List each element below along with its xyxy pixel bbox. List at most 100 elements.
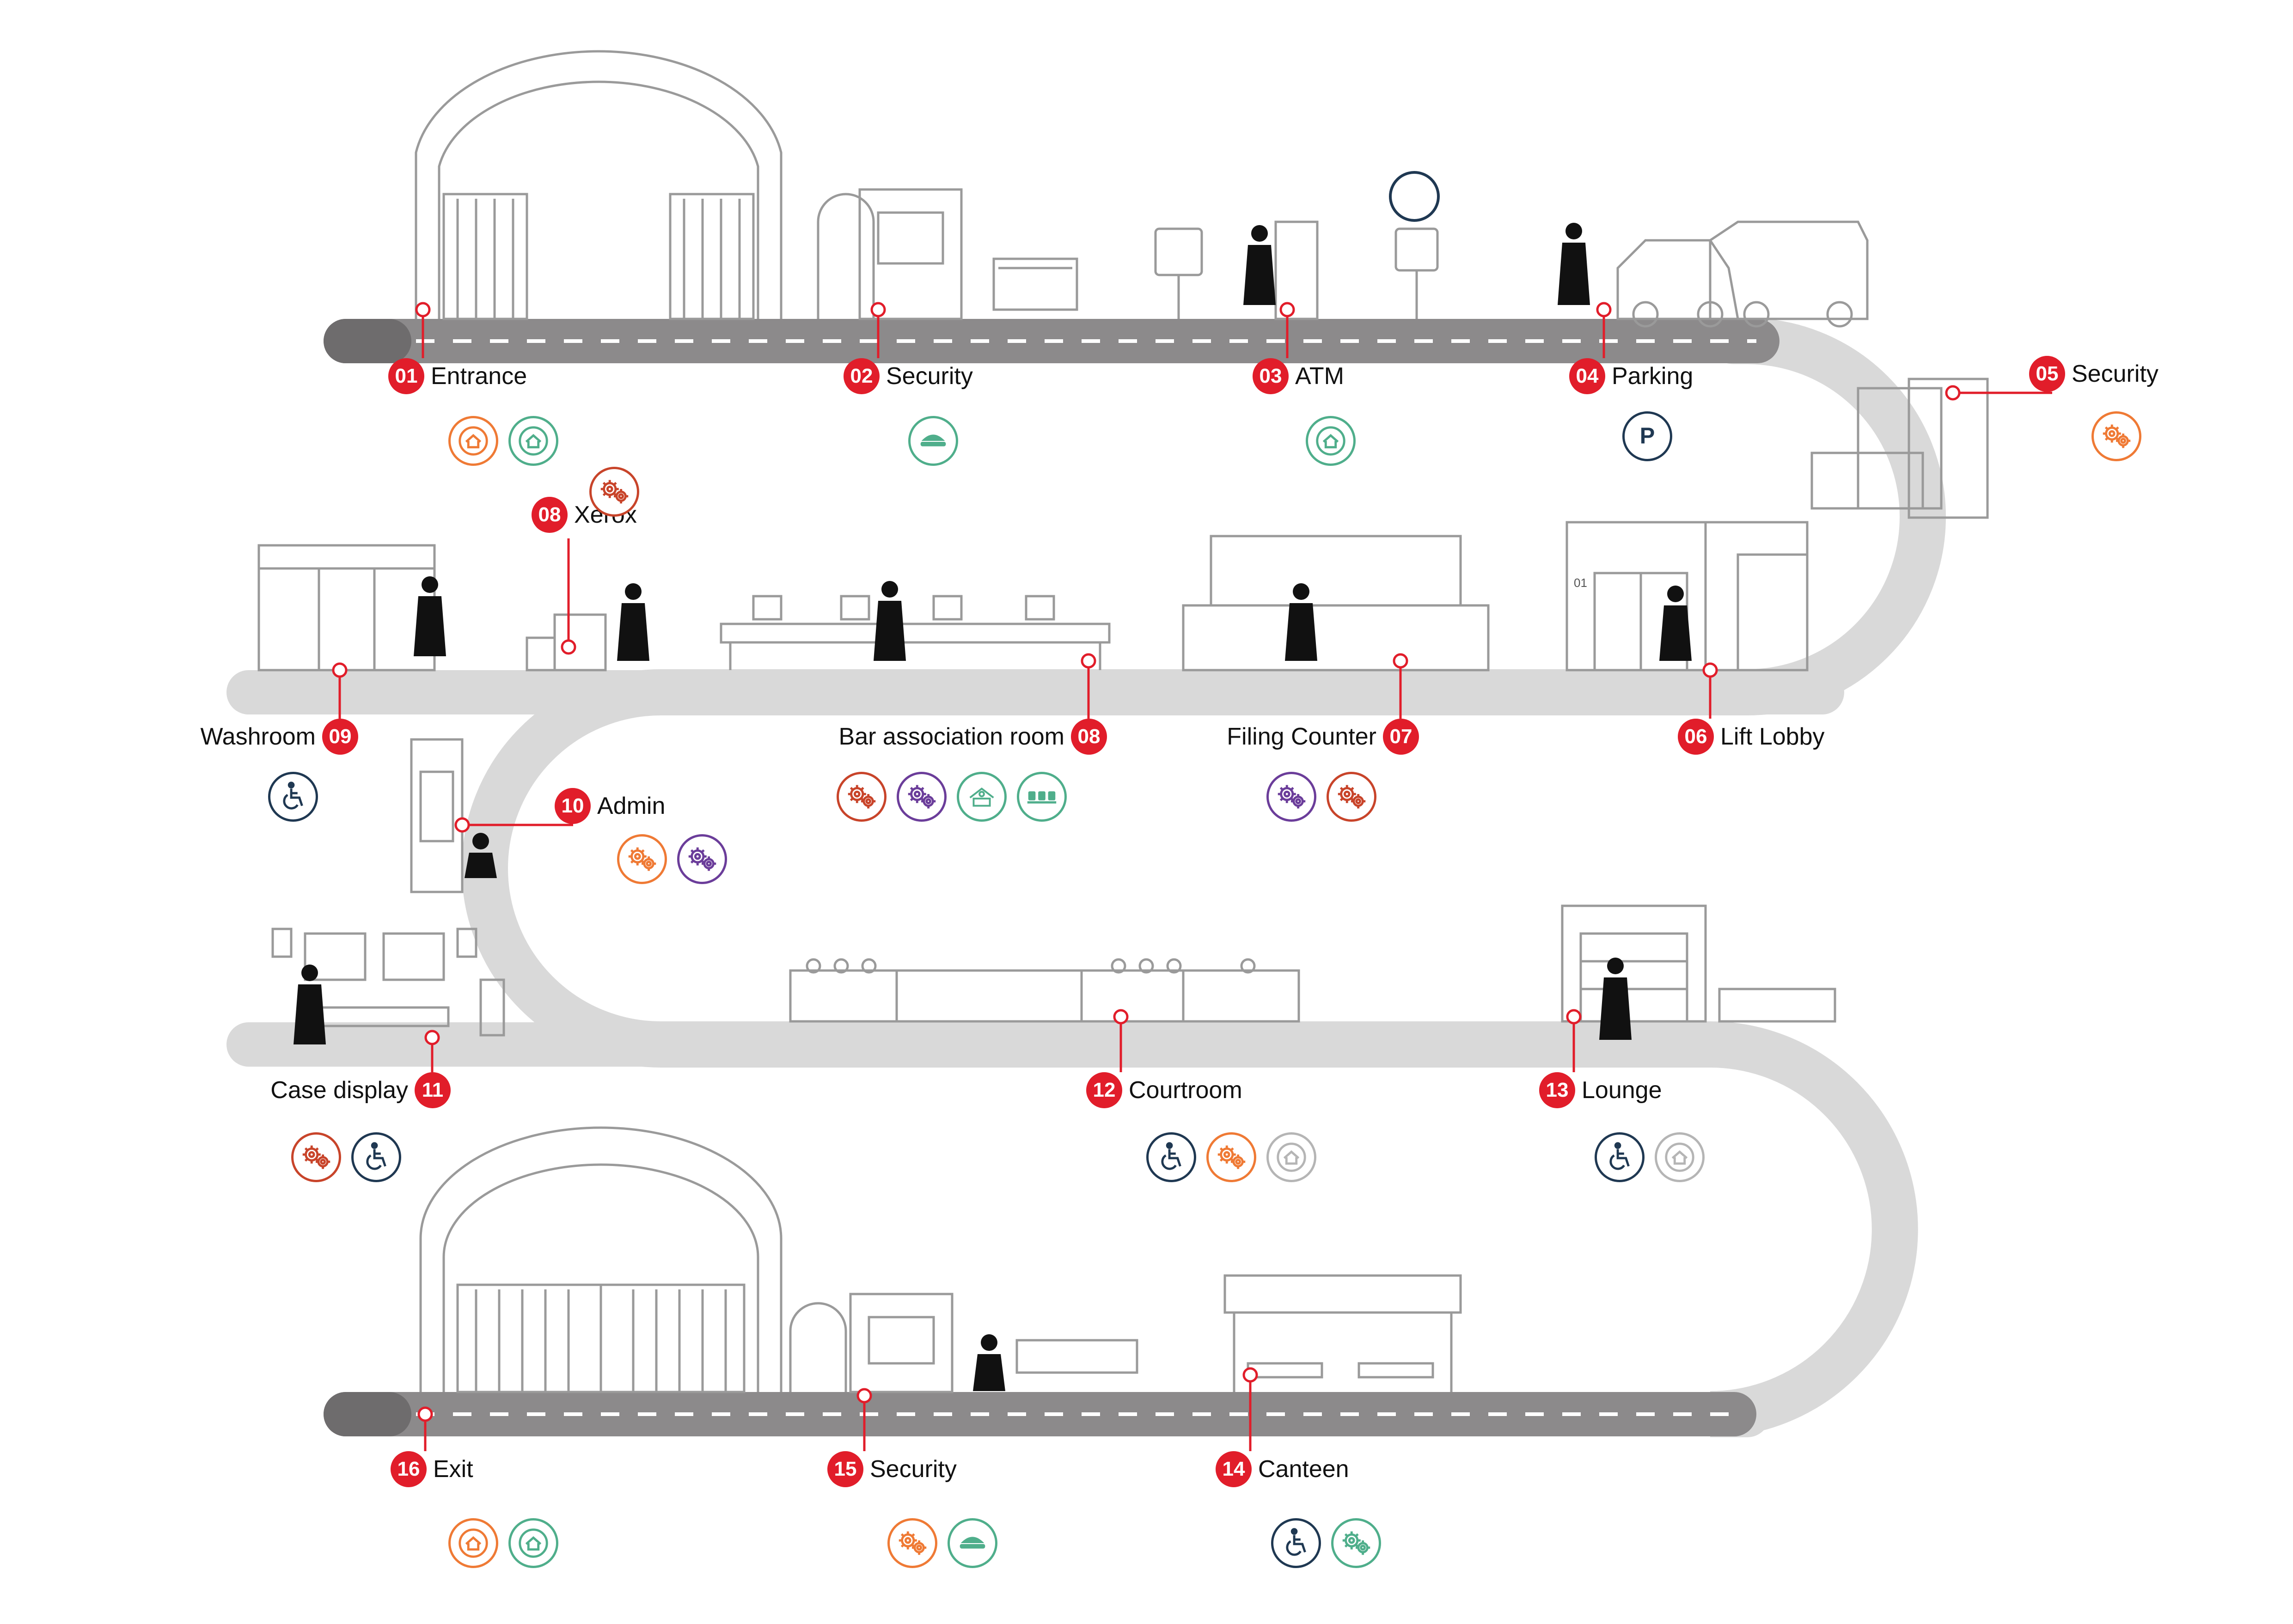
- gears-icon: [887, 1518, 937, 1568]
- gears-icon: [617, 834, 667, 884]
- home-icon: [1655, 1132, 1705, 1182]
- stop-number-badge: 15: [827, 1451, 863, 1487]
- marker-dot[interactable]: [1945, 385, 1961, 401]
- marker-dot[interactable]: [561, 639, 576, 655]
- marker-dot[interactable]: [415, 302, 431, 317]
- lift-lobby-illustration: [1565, 521, 1809, 672]
- gears-icon: [1206, 1132, 1256, 1182]
- marker-dot[interactable]: [856, 1388, 872, 1404]
- lounge-illustration: [1561, 904, 1836, 1023]
- gears-icon: [1331, 1518, 1381, 1568]
- stop-name: Admin: [597, 793, 666, 819]
- gears-icon: [589, 467, 639, 517]
- road-row-2: [226, 670, 1844, 714]
- stop-label-13[interactable]: 13 Lounge: [1539, 1072, 1662, 1108]
- service-icon-row: [887, 1518, 997, 1568]
- gears-icon: [897, 772, 947, 822]
- stop-label-05[interactable]: 05 Security: [2029, 356, 2158, 392]
- wheelchair-icon: [268, 772, 318, 822]
- stop-number-badge: 08: [532, 497, 568, 533]
- stop-name: ATM: [1295, 363, 1344, 390]
- wheelchair-icon: [1271, 1518, 1321, 1568]
- atm-illustration: [1154, 171, 1440, 320]
- marker-dot[interactable]: [332, 662, 348, 678]
- stop-name: Parking: [1612, 363, 1694, 390]
- marker-dot[interactable]: [870, 302, 886, 317]
- wheelchair-icon: [1146, 1132, 1196, 1182]
- marker-dot[interactable]: [1596, 302, 1612, 317]
- service-icon-row: [589, 467, 639, 517]
- service-icon-row: [1146, 1132, 1316, 1182]
- service-icon-row: [268, 772, 318, 822]
- service-icon-row: P: [1622, 411, 1672, 461]
- stop-number-badge: 10: [555, 788, 591, 824]
- guard-cap-icon: [948, 1518, 997, 1568]
- marker-dot[interactable]: [454, 817, 470, 833]
- service-icon-row: [2091, 411, 2141, 461]
- parking-icon: P: [1622, 411, 1672, 461]
- security-scanner-illustration: [1810, 378, 1989, 519]
- service-icon-row: [448, 1518, 558, 1568]
- marker-dot[interactable]: [1566, 1009, 1582, 1025]
- marker-dot[interactable]: [424, 1030, 440, 1045]
- stop-number-badge: 14: [1216, 1451, 1252, 1487]
- gears-icon: [1327, 772, 1376, 822]
- stop-name: Security: [886, 363, 973, 390]
- stop-name: Entrance: [431, 363, 527, 390]
- stop-name: Exit: [433, 1456, 473, 1483]
- canteen-illustration: [1223, 1274, 1462, 1392]
- stop-number-badge: 06: [1678, 719, 1714, 755]
- home-icon: [508, 416, 558, 466]
- marker-dot[interactable]: [417, 1406, 433, 1422]
- stop-name: Bar association room: [838, 723, 1064, 750]
- wheelchair-icon: [351, 1132, 401, 1182]
- gears-icon: [291, 1132, 341, 1182]
- stop-name: Washroom: [200, 723, 316, 750]
- service-icon-row: [837, 772, 1067, 822]
- stop-number-badge: 05: [2029, 356, 2065, 392]
- marker-dot[interactable]: [1081, 653, 1096, 669]
- entrance-gate-illustration: [415, 50, 783, 320]
- stop-number-badge: 09: [322, 719, 358, 755]
- people-silhouettes: [294, 223, 1692, 1391]
- bar-association-illustration: [720, 595, 1111, 670]
- stop-number-badge: 13: [1539, 1072, 1575, 1108]
- marker-dot[interactable]: [1242, 1367, 1258, 1383]
- service-icon-row: [291, 1132, 401, 1182]
- lane-dashes: [416, 339, 1756, 1416]
- service-icon-row: [908, 416, 958, 466]
- home-icon: [448, 416, 498, 466]
- home-icon: [1306, 416, 1356, 466]
- wheelchair-icon: [1595, 1132, 1645, 1182]
- stop-number-badge: 02: [844, 358, 880, 394]
- stop-markers: [332, 302, 2052, 1451]
- home-icon: [508, 1518, 558, 1568]
- stop-number-badge: 11: [415, 1072, 451, 1108]
- marker-dot[interactable]: [1279, 302, 1295, 317]
- marker-dot[interactable]: [1702, 662, 1718, 678]
- marker-dot[interactable]: [1393, 653, 1408, 669]
- stop-name: Lounge: [1582, 1077, 1662, 1104]
- marker-dot[interactable]: [1113, 1009, 1129, 1025]
- road-bottom: [324, 1392, 1756, 1436]
- road-row-3: [226, 1022, 1752, 1067]
- stop-name: Security: [2072, 360, 2158, 387]
- lift-floor-sign: 01: [1574, 576, 1587, 590]
- stop-number-badge: 03: [1253, 358, 1289, 394]
- filing-counter-illustration: [1182, 535, 1490, 672]
